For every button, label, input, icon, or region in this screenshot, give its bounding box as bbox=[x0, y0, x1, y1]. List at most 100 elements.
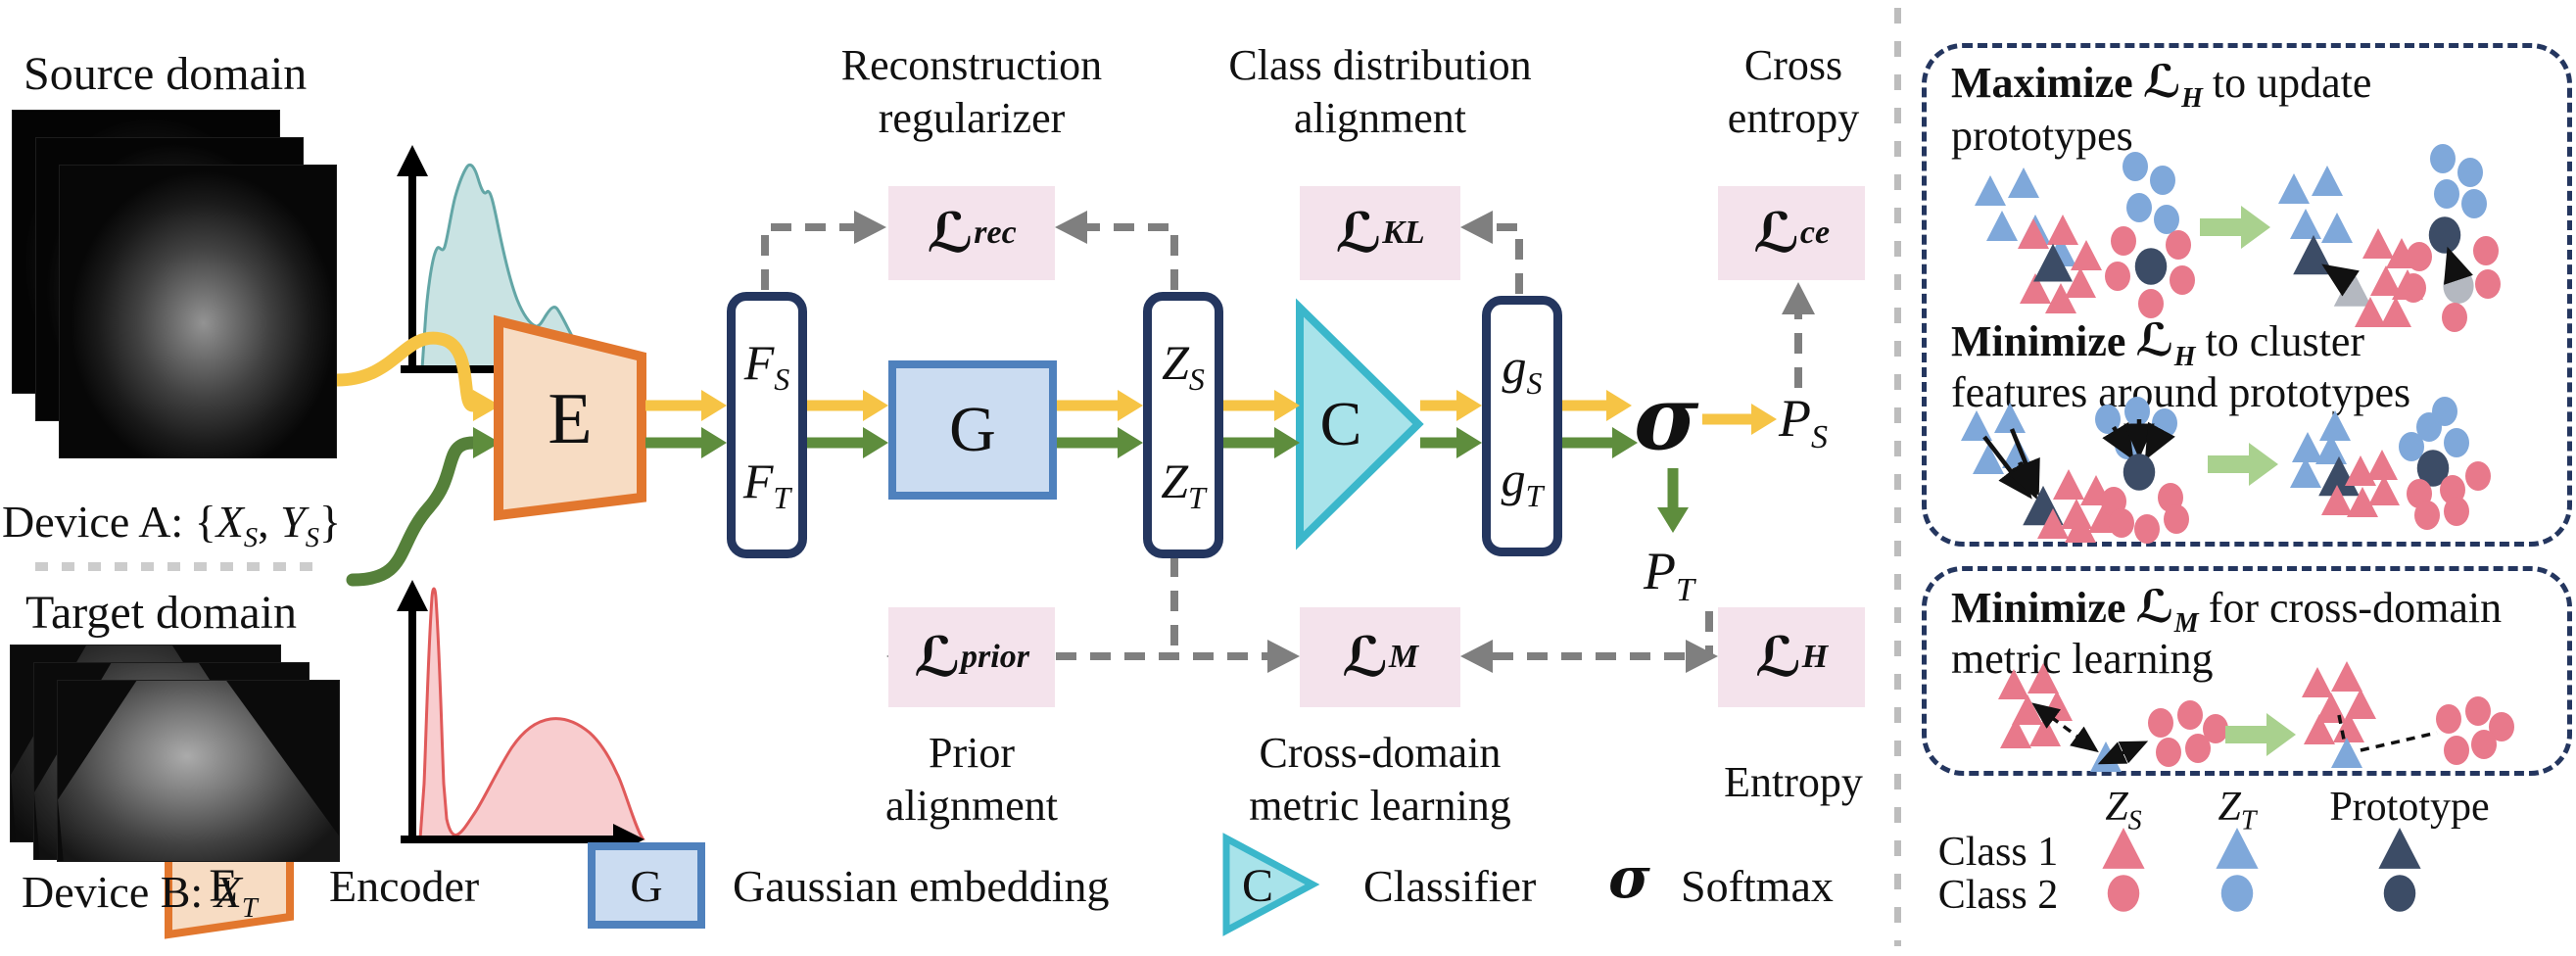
caption-line: alignment bbox=[885, 782, 1058, 830]
head bbox=[1267, 640, 1300, 673]
p-base: P bbox=[1644, 542, 1676, 600]
target-histogram bbox=[397, 580, 645, 855]
device-a-x: X bbox=[215, 497, 244, 547]
zt-base: Z bbox=[2218, 785, 2241, 830]
prior-alignment-caption: Prior alignment bbox=[805, 727, 1138, 833]
latent-box-z: ZS ZT bbox=[1143, 292, 1223, 558]
source-domain-title: Source domain bbox=[24, 48, 308, 100]
head bbox=[1274, 427, 1300, 458]
loss-symbol: ℒ bbox=[927, 201, 975, 265]
g-source-label: gS bbox=[1503, 338, 1543, 402]
g-sub: T bbox=[1525, 478, 1544, 513]
logits-box-g: gS gT bbox=[1482, 296, 1562, 556]
source-input-arrow bbox=[330, 331, 501, 421]
f-base: F bbox=[742, 454, 774, 508]
panel-separator bbox=[1894, 8, 1901, 946]
prototype-update-panel bbox=[1922, 43, 2572, 547]
device-a-prefix: Device A: { bbox=[2, 497, 216, 547]
zs-sub: S bbox=[2127, 805, 2142, 836]
maximize-word: Maximize bbox=[1951, 59, 2133, 107]
z-target-label: ZT bbox=[1161, 453, 1206, 516]
legend-gaussian-letter: G bbox=[630, 860, 663, 911]
maximize-lh-line2: prototypes bbox=[1951, 112, 2133, 160]
head bbox=[1460, 211, 1493, 244]
head bbox=[1782, 282, 1815, 314]
f-sub: T bbox=[773, 480, 791, 515]
y-axis-arrowhead bbox=[397, 145, 428, 176]
f-base: F bbox=[743, 335, 775, 390]
metric-learning-panel bbox=[1922, 566, 2572, 776]
loss-symbol: ℒ bbox=[1341, 625, 1389, 690]
head bbox=[1456, 427, 1482, 458]
loss-symbol: ℒ bbox=[1335, 201, 1383, 265]
softmax-symbol: σ bbox=[1634, 366, 1699, 470]
ultrasound-image-source-front bbox=[59, 165, 337, 458]
ultrasound-fan bbox=[58, 681, 339, 861]
loss-subscript: prior bbox=[961, 639, 1029, 675]
head bbox=[1118, 427, 1143, 458]
source-histogram bbox=[397, 145, 644, 385]
head bbox=[854, 211, 886, 244]
minimize-lh-line2: features around prototypes bbox=[1951, 368, 2411, 416]
device-b-x-sub: T bbox=[241, 893, 258, 925]
pink-circle bbox=[2107, 875, 2140, 912]
device-a-y: Y bbox=[280, 497, 306, 547]
device-a-y-sub: S bbox=[305, 523, 320, 554]
head bbox=[1460, 640, 1493, 673]
ultrasound-texture bbox=[58, 681, 339, 861]
legend-classifier-label: Classifier bbox=[1363, 861, 1537, 911]
legend-zt-header: ZT bbox=[2188, 784, 2286, 836]
navy-circle bbox=[2383, 875, 2416, 912]
legend-softmax-symbol: σ bbox=[1608, 844, 1650, 911]
device-b-label: Device B: XT bbox=[22, 866, 258, 925]
caption-line: Cross-domain bbox=[1259, 729, 1502, 777]
minimize-word: Minimize bbox=[1951, 317, 2126, 365]
navy-triangle bbox=[2378, 828, 2421, 869]
gaussian-letter: G bbox=[949, 394, 996, 465]
head bbox=[1055, 211, 1087, 244]
g-sub: S bbox=[1526, 365, 1543, 401]
curve bbox=[346, 436, 480, 587]
title-line: regularizer bbox=[878, 94, 1066, 142]
loss-subscript: KL bbox=[1382, 215, 1425, 251]
title-line: Class distribution bbox=[1228, 41, 1532, 89]
head bbox=[701, 427, 727, 458]
device-a-x-sub: S bbox=[243, 523, 259, 554]
legend-class2-label: Class 2 bbox=[1937, 873, 2059, 918]
ultrasound-texture bbox=[60, 166, 336, 457]
title-line: entropy bbox=[1727, 94, 1860, 142]
minimize-lm-line2: metric learning bbox=[1951, 635, 2214, 683]
loss-symbol: ℒ bbox=[1752, 201, 1800, 265]
head bbox=[1274, 390, 1300, 421]
p-base: P bbox=[1779, 389, 1811, 448]
reconstruction-regularizer-title: Reconstruction regularizer bbox=[805, 39, 1138, 145]
caption-line: Entropy bbox=[1724, 758, 1863, 806]
minimize-rest: to cluster bbox=[2205, 317, 2365, 365]
classifier-letter: C bbox=[1319, 389, 1362, 458]
head bbox=[1751, 404, 1777, 435]
head bbox=[1456, 390, 1482, 421]
g-base: g bbox=[1501, 452, 1526, 506]
zs-base: Z bbox=[2105, 785, 2128, 830]
f-source-label: FS bbox=[744, 334, 790, 398]
legend-gaussian-label: Gaussian embedding bbox=[733, 861, 1110, 911]
caption-line: Prior bbox=[929, 729, 1015, 777]
legend-softmax-label: Softmax bbox=[1681, 861, 1834, 911]
z-sub: T bbox=[1188, 480, 1206, 515]
legend-encoder-label: Encoder bbox=[329, 861, 480, 911]
head bbox=[1657, 507, 1689, 533]
loss-symbol: ℒ bbox=[2135, 313, 2174, 366]
histogram-curve bbox=[418, 587, 645, 840]
loss-symbol: ℒ bbox=[2142, 55, 2182, 108]
loss-symbol: ℒ bbox=[914, 625, 962, 690]
loss-subscript: H bbox=[1801, 639, 1829, 675]
target-domain-title: Target domain bbox=[25, 587, 298, 639]
class-distribution-alignment-title: Class distribution alignment bbox=[1214, 39, 1547, 145]
